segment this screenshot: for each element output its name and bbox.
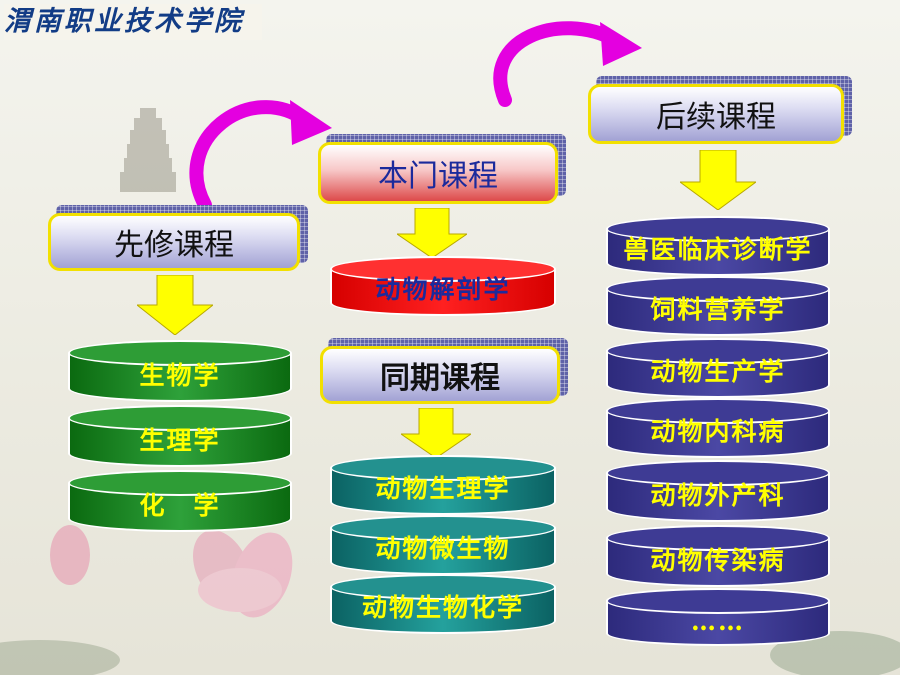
course-label: 动物内科病 — [650, 417, 786, 446]
down-arrow-current — [397, 208, 467, 258]
concurrent-course-2: 动物生物化学 — [330, 574, 556, 634]
course-label: 饲料营养学 — [650, 295, 786, 324]
cylinder-top — [606, 276, 830, 302]
concurrent-course-0: 动物生理学 — [330, 455, 556, 515]
prereq-header-label: 先修课程 — [48, 213, 300, 271]
cylinder-top — [606, 216, 830, 242]
cylinder-top — [330, 515, 556, 541]
lotus-leaves — [0, 631, 900, 675]
concurrent-course-1: 动物微生物 — [330, 515, 556, 575]
course-label: 兽医临床诊断学 — [623, 235, 813, 264]
concurrent-header: 同期课程 — [320, 338, 568, 404]
cylinder-top — [68, 340, 292, 366]
followup-header: 后续课程 — [588, 76, 852, 144]
cylinder-top — [606, 588, 830, 614]
curve-arrow-current-to-followup — [493, 21, 642, 107]
pagoda-silhouette — [120, 108, 176, 192]
lotus-flower — [50, 525, 293, 618]
course-label: 动物传染病 — [650, 546, 786, 575]
followup-course-0: 兽医临床诊断学 — [606, 216, 830, 276]
current-header-label: 本门课程 — [318, 142, 558, 204]
prereq-course-2: 化 学 — [68, 470, 292, 532]
cylinder-top — [330, 455, 556, 481]
cylinder-top — [330, 574, 556, 600]
down-arrow-prereq — [137, 275, 213, 335]
course-label: 生理学 — [139, 426, 221, 455]
course-label: 动物微生物 — [375, 534, 511, 563]
down-arrow-followup — [680, 150, 756, 210]
prereq-course-1: 生理学 — [68, 405, 292, 467]
course-label: 动物生产学 — [650, 357, 786, 386]
course-label: 动物生物化学 — [361, 593, 524, 622]
down-arrow-concurrent — [401, 408, 471, 458]
followup-header-label: 后续课程 — [588, 84, 844, 144]
followup-course-5: 动物传染病 — [606, 525, 830, 587]
course-label: 生物学 — [139, 361, 221, 390]
cylinder-top — [606, 460, 830, 486]
followup-course-1: 饲料营养学 — [606, 276, 830, 336]
followup-course-4: 动物外产科 — [606, 460, 830, 522]
current-header: 本门课程 — [318, 134, 566, 204]
cylinder-top — [68, 470, 292, 496]
course-label: 化 学 — [139, 491, 221, 520]
prereq-course-0: 生物学 — [68, 340, 292, 402]
cylinder-top — [330, 256, 556, 282]
cylinder-top — [606, 398, 830, 424]
course-label: 动物生理学 — [375, 474, 511, 503]
curve-arrow-prereq-to-current — [189, 100, 332, 212]
current-course: 动物解剖学 — [330, 256, 556, 316]
followup-course-3: 动物内科病 — [606, 398, 830, 458]
cylinder-top — [606, 338, 830, 364]
followup-course-2: 动物生产学 — [606, 338, 830, 398]
cylinder-top — [68, 405, 292, 431]
school-logo: 渭南职业技术学院 — [4, 4, 262, 40]
course-label: 动物外产科 — [650, 481, 786, 510]
prereq-header: 先修课程 — [48, 205, 308, 271]
cylinder-top — [606, 525, 830, 551]
concurrent-header-label: 同期课程 — [320, 346, 560, 404]
followup-course-6: …… — [606, 588, 830, 646]
course-label: …… — [691, 607, 745, 636]
course-label: 动物解剖学 — [375, 275, 511, 304]
